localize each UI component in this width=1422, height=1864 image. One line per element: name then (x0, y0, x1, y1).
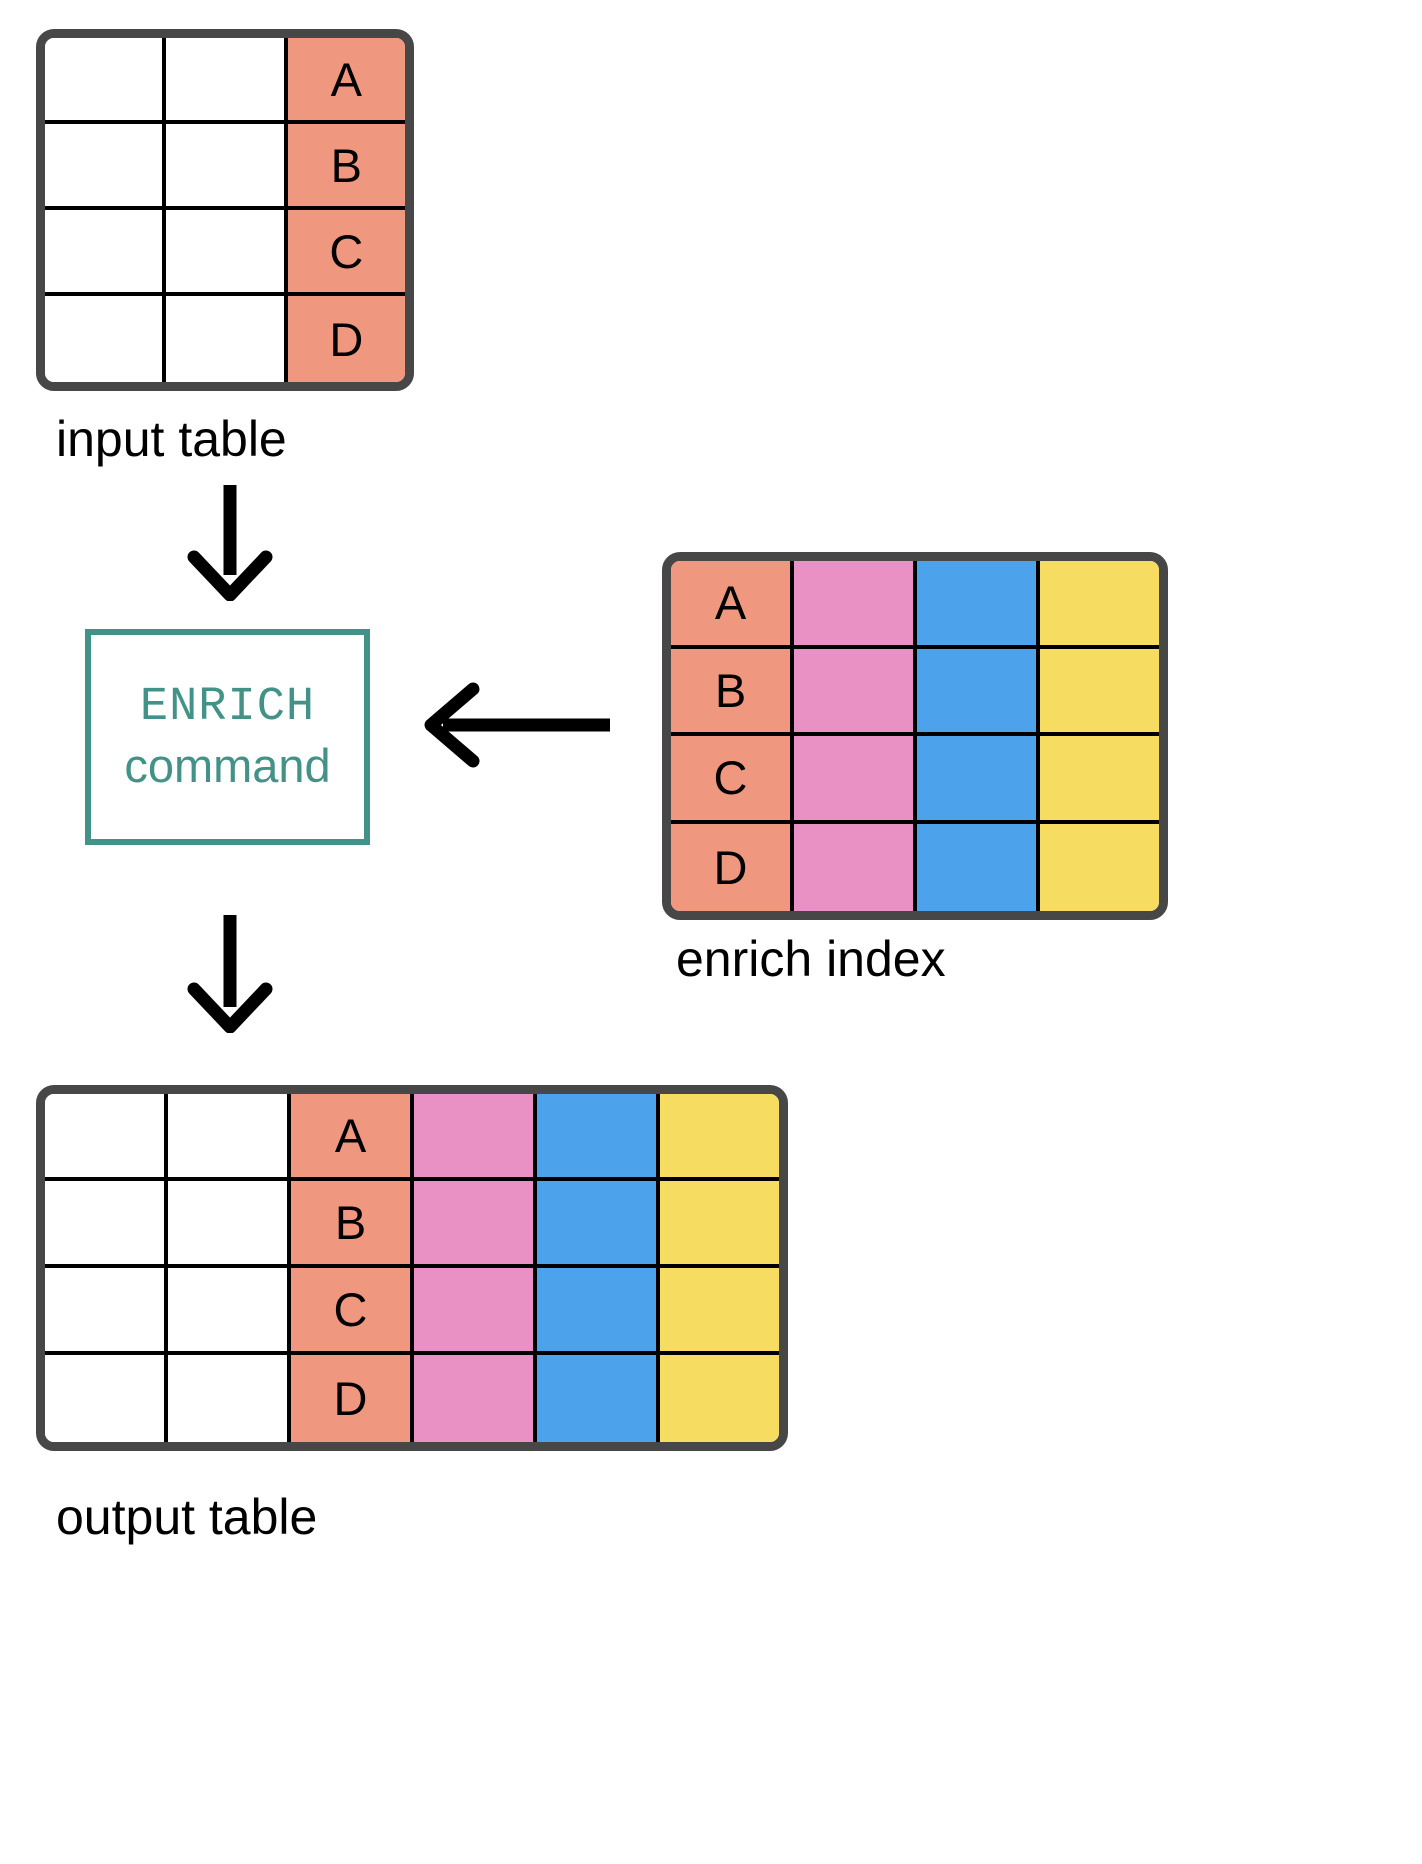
table-cell (660, 1268, 779, 1355)
table-cell (660, 1181, 779, 1268)
table-cell: C (671, 736, 794, 824)
table-row: D (45, 1355, 779, 1442)
table-cell: C (291, 1268, 414, 1355)
table-cell (794, 648, 917, 736)
table-cell (45, 1355, 168, 1442)
enrich-index-label: enrich index (676, 931, 946, 987)
table-cell (660, 1094, 779, 1181)
table-cell (1040, 823, 1159, 911)
output-table-label: output table (56, 1489, 318, 1545)
table-cell (917, 823, 1040, 911)
table-row: B (45, 124, 405, 210)
table-cell (1040, 561, 1159, 649)
table-cell (45, 296, 167, 382)
table-cell (166, 210, 288, 296)
table-cell (45, 38, 167, 124)
table-cell (166, 124, 288, 210)
table-cell: D (671, 823, 794, 911)
table-cell (414, 1094, 537, 1181)
table-cell (45, 1268, 168, 1355)
table-cell (917, 561, 1040, 649)
table-cell (168, 1094, 291, 1181)
table-cell (537, 1094, 660, 1181)
table-cell: B (287, 124, 405, 210)
table-cell: B (671, 648, 794, 736)
table-cell (414, 1181, 537, 1268)
enrich-command-word: command (124, 739, 331, 792)
table-cell: D (291, 1355, 414, 1442)
table-cell: B (291, 1181, 414, 1268)
table-cell: C (287, 210, 405, 296)
table-row: A (45, 38, 405, 124)
table-cell (537, 1181, 660, 1268)
table-cell: A (291, 1094, 414, 1181)
arrow-input-to-command-icon (187, 485, 273, 601)
table-cell (537, 1355, 660, 1442)
table-row: B (45, 1181, 779, 1268)
table-cell (45, 210, 167, 296)
table-cell (917, 648, 1040, 736)
table-cell (660, 1355, 779, 1442)
table-cell (1040, 736, 1159, 824)
table-cell (166, 38, 288, 124)
table-cell (45, 1094, 168, 1181)
arrow-command-to-output-icon (187, 915, 273, 1033)
table-cell (45, 124, 167, 210)
enrich-command-keyword: ENRICH (139, 680, 316, 734)
table-row: A (671, 561, 1159, 649)
table-cell (917, 736, 1040, 824)
arrow-index-to-command-icon (424, 682, 610, 768)
table-cell (168, 1355, 291, 1442)
table-cell (537, 1268, 660, 1355)
table-row: D (671, 823, 1159, 911)
table-cell: A (287, 38, 405, 124)
table-row: C (45, 210, 405, 296)
table-cell (414, 1268, 537, 1355)
table-cell (168, 1268, 291, 1355)
input-table-label: input table (56, 411, 287, 467)
table-cell: D (287, 296, 405, 382)
table-cell (794, 823, 917, 911)
enrich-command-box[interactable]: ENRICH command (85, 629, 370, 845)
table-cell (168, 1181, 291, 1268)
table-row: C (45, 1268, 779, 1355)
table-row: B (671, 648, 1159, 736)
table-cell (794, 736, 917, 824)
table-cell (166, 296, 288, 382)
table-cell (794, 561, 917, 649)
table-row: D (45, 296, 405, 382)
table-cell (45, 1181, 168, 1268)
table-row: A (45, 1094, 779, 1181)
table-row: C (671, 736, 1159, 824)
table-cell (1040, 648, 1159, 736)
table-cell: A (671, 561, 794, 649)
table-cell (414, 1355, 537, 1442)
